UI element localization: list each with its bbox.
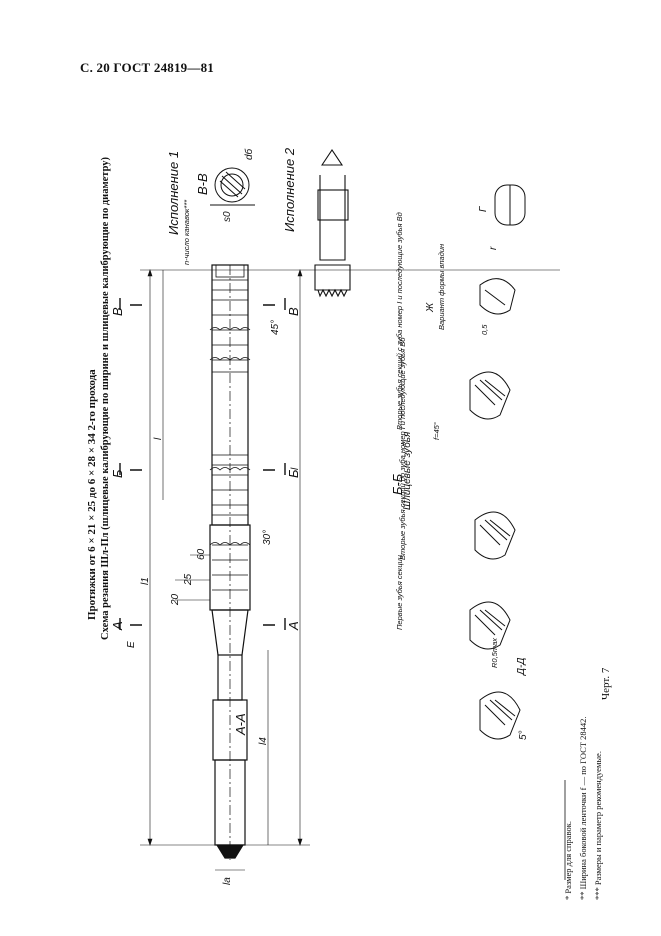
subtitle: Схема резания Шл-Пл (шлицевые калибрующи… (100, 156, 111, 640)
angle-45: 45° (270, 319, 281, 335)
page-header: С. 20 ГОСТ 24819—81 (80, 60, 214, 75)
mark-a-right: А (286, 621, 301, 630)
second-teeth-d-label: Вторые зубья секций с зуба номер I и пос… (395, 212, 404, 430)
version-2-label: Исполнение 2 (282, 147, 297, 232)
dim-l: l (153, 437, 164, 440)
footnote-1: * Размер для справок. (563, 820, 573, 900)
mark-b-right: Б (286, 469, 301, 478)
tooth-section-g (494, 184, 526, 226)
dim-db: dб (244, 148, 255, 160)
figure-caption: Черт. 7 (600, 667, 612, 700)
version-1-label: Исполнение 1 (166, 150, 181, 235)
tooth-section-zh (479, 278, 516, 315)
mark-e-left: Е (126, 641, 137, 648)
dim-20: 20 (170, 593, 181, 605)
section-aa-label: А-А (233, 713, 248, 735)
section-vv (210, 167, 255, 206)
tooth-section-bb (474, 511, 516, 560)
broach-body (209, 264, 251, 860)
tooth-section-first (469, 601, 511, 650)
angle-5: 5° (518, 730, 529, 740)
section-vv-label: В-В (195, 173, 210, 195)
angle-30: 30° (262, 529, 273, 545)
dim-f: f=45° (432, 422, 441, 440)
chamfer-count-label: n-число канавок*** (182, 199, 191, 265)
section-marks (119, 298, 286, 630)
dim-s0: s0 (222, 211, 233, 222)
version2-shank (314, 149, 351, 298)
dim-l-total: l (290, 467, 301, 470)
main-title: Протяжки от 6 × 21 × 25 до 6 × 28 × 34 2… (86, 369, 98, 620)
mark-b-left: Б (110, 469, 125, 478)
dim-r05: 0,5 (480, 324, 489, 335)
mark-v-right: В (286, 307, 301, 316)
dim-60: 60 (196, 548, 207, 560)
dim-25: 25 (183, 573, 194, 585)
dimension-lines (140, 269, 560, 871)
dim-r05max: R0,5max (490, 637, 499, 668)
first-teeth-label: Первые зубья секции (395, 555, 404, 630)
detail-zh-caption: Вариант формы впадин (437, 243, 446, 330)
section-dd-label: Д-Д (516, 657, 527, 675)
tooth-section-bd (469, 371, 511, 420)
footnote-3: *** Размеры и параметр рекомендуемые. (593, 751, 603, 900)
dim-l4: l4 (258, 737, 269, 745)
mark-a-left: А (110, 621, 125, 630)
footnote-2: ** Ширина боковой ленточки f — по ГОСТ 2… (578, 716, 588, 900)
detail-zh-label: Ж (425, 302, 436, 312)
dim-g: Г (478, 206, 489, 212)
dim-l1: l1 (140, 577, 151, 585)
tooth-rows (209, 264, 251, 591)
dim-la: la (222, 877, 233, 885)
tooth-section-aa (479, 691, 521, 740)
mark-v-left: В (110, 307, 125, 316)
dim-r: r (488, 246, 499, 250)
